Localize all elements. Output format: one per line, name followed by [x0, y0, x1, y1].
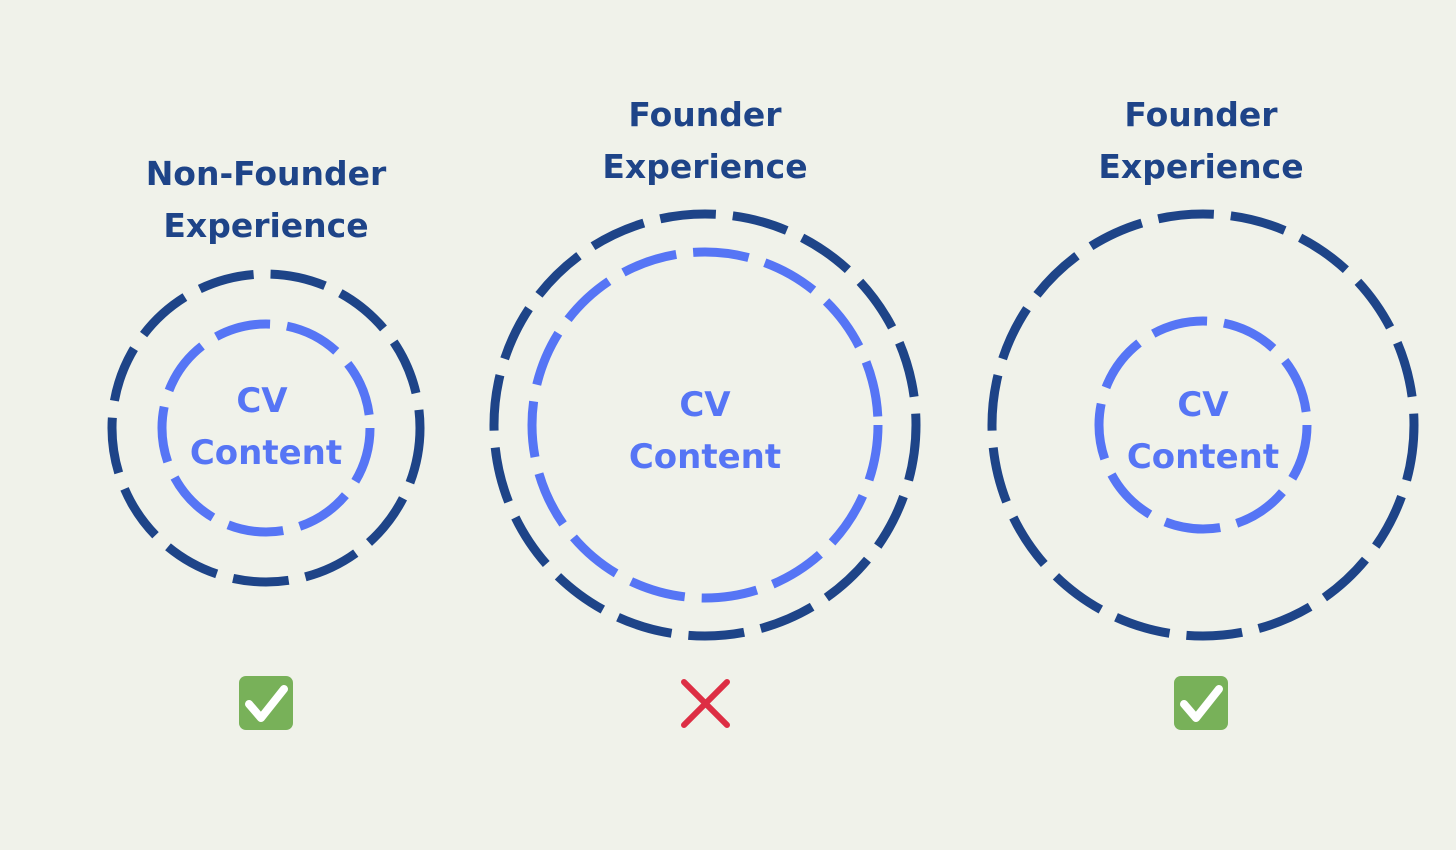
check-mark-button-icon — [239, 676, 293, 730]
inner-ring — [157, 319, 375, 537]
outer-ring — [987, 209, 1419, 641]
outer-label-line2: Experience — [602, 147, 807, 186]
outer-label-line1: Non-Founder — [146, 154, 387, 193]
inner-label-line2: Content — [1127, 437, 1279, 477]
panel-founder-correct: Founder Experience CV Content — [987, 95, 1419, 730]
panel-non-founder: Non-Founder Experience CV Content — [107, 154, 425, 730]
inner-ring — [1094, 316, 1312, 534]
inner-label-line1: CV — [679, 385, 731, 425]
panel-founder-incorrect: Founder Experience CV Content — [489, 95, 921, 728]
outer-label-line1: Founder — [628, 95, 782, 134]
outer-label-line1: Founder — [1124, 95, 1278, 134]
check-mark-button-icon — [1174, 676, 1228, 730]
inner-ring — [527, 247, 883, 603]
inner-label-line1: CV — [236, 381, 288, 421]
outer-label-line2: Experience — [1098, 147, 1303, 186]
outer-ring — [107, 269, 425, 587]
inner-label-line2: Content — [190, 433, 342, 473]
outer-ring — [489, 209, 921, 641]
inner-label-line2: Content — [629, 437, 781, 477]
cross-mark-icon — [681, 679, 730, 728]
inner-label-line1: CV — [1177, 385, 1229, 425]
outer-label-line2: Experience — [163, 206, 368, 245]
